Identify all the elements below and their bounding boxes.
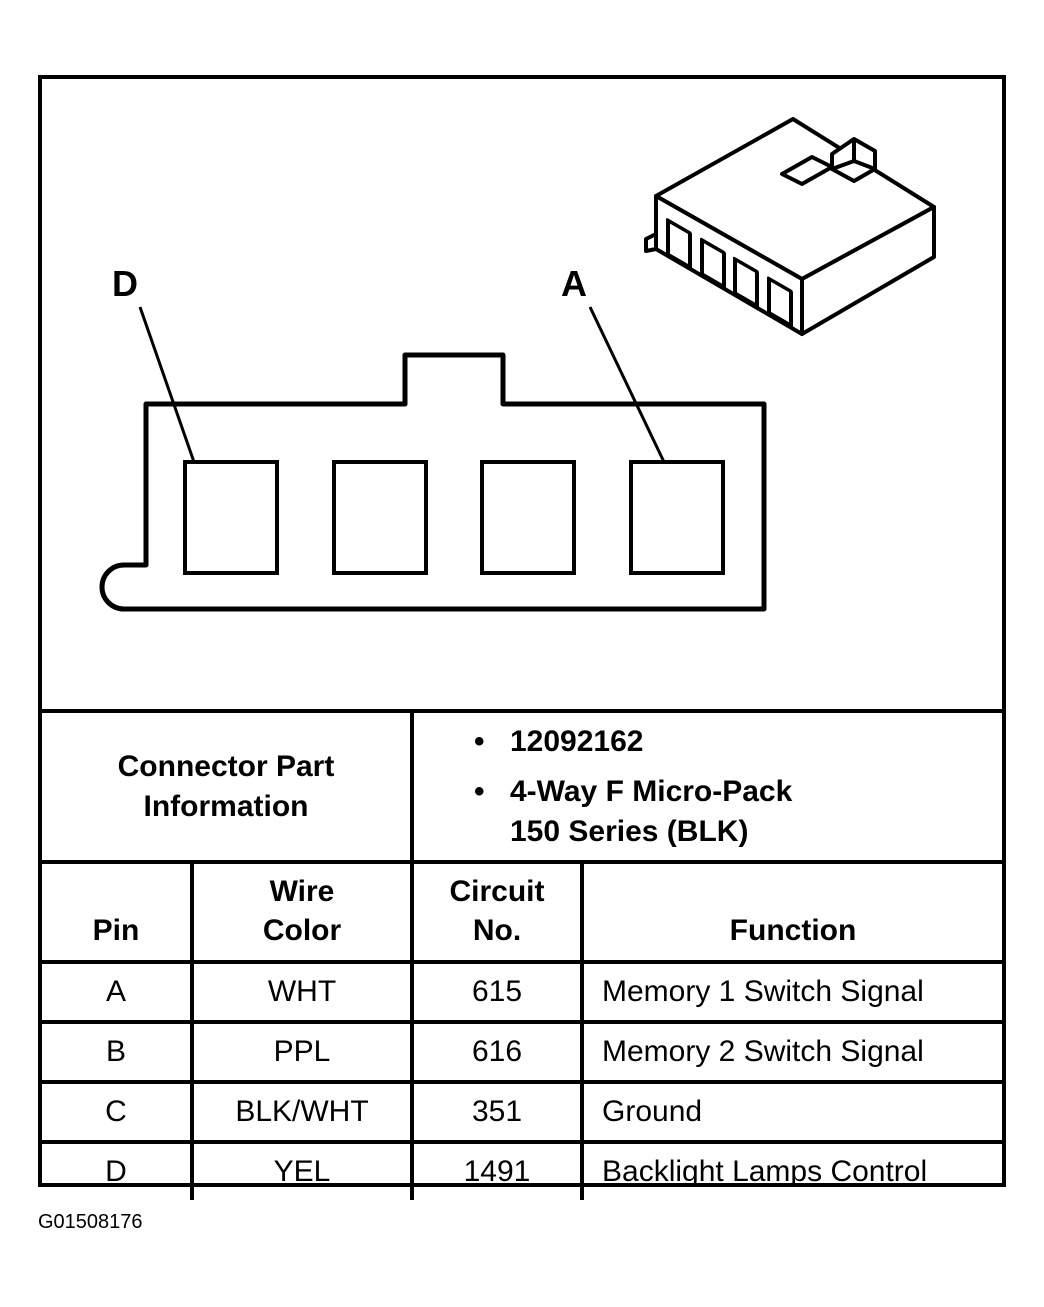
pin-label-a: A [561,263,587,304]
header-circuit-line2: No. [472,914,522,947]
table-row: A WHT 615 Memory 1 Switch Signal [42,960,1002,1024]
table-row: D YEL 1491 Backlight Lamps Control [42,1140,1002,1200]
header-pin: Pin [42,860,194,964]
iso-cavity-2 [700,237,726,290]
connector-body-outline [99,352,767,612]
pin-table-header-row: Pin Wire Color Circuit No. Function [42,860,1002,964]
header-wire-color-line1: Wire [269,875,335,908]
table-row: C BLK/WHT 351 Ground [42,1080,1002,1144]
iso-front-flange [644,232,657,253]
function-cell: Backlight Lamps Control [580,1140,1002,1200]
part-info-value-cell: • 12092162 • 4-Way F Micro-Pack 150 Seri… [410,709,1002,864]
part-info-label-cell: Connector Part Information [42,709,414,864]
table-row: B PPL 616 Memory 2 Switch Signal [42,1020,1002,1084]
cavity-b [480,460,576,575]
wire-color-cell: WHT [190,960,414,1024]
part-info-label: Connector Part Information [117,749,335,823]
wire-color-cell: YEL [190,1140,414,1200]
part-info-list: • 12092162 • 4-Way F Micro-Pack 150 Seri… [474,722,1002,852]
pin-cell: A [42,960,194,1024]
part-description-line2: 150 Series (BLK) [510,814,749,848]
header-wire-color: Wire Color [190,860,414,964]
bullet-icon: • [474,774,485,808]
pin-cell: B [42,1020,194,1084]
part-description-line1: 4-Way F Micro-Pack [510,774,793,808]
wire-color-cell: BLK/WHT [190,1080,414,1144]
iso-cavity-3 [733,256,759,309]
function-cell: Memory 1 Switch Signal [580,960,1002,1024]
connector-face-view [99,117,936,612]
iso-latch-tab-edge [831,139,876,171]
part-number: 12092162 [510,724,644,758]
iso-cavity-4 [767,276,793,328]
header-function-label: Function [729,914,857,947]
leader-line-a [588,306,666,463]
part-description-item: • 4-Way F Micro-Pack 150 Series (BLK) [474,772,1002,852]
function-cell: Memory 2 Switch Signal [580,1020,1002,1084]
cavity-d [183,460,279,575]
cavity-a [629,460,725,575]
header-circuit-line1: Circuit [449,875,545,908]
circuit-cell: 351 [410,1080,584,1144]
connector-isometric-view [644,117,936,336]
connector-diagram: D A [42,79,1002,709]
circuit-cell: 1491 [410,1140,584,1200]
figure-frame: D A Connector Part Information • 1209216… [38,75,1006,1200]
connector-info-table: Connector Part Information • 12092162 • … [42,709,1002,1200]
header-function: Function [580,860,1002,964]
pin-cell: D [42,1140,194,1200]
part-info-row: Connector Part Information • 12092162 • … [42,709,1002,864]
header-wire-color-line2: Color [262,914,342,947]
cavity-c [332,460,428,575]
circuit-cell: 615 [410,960,584,1024]
bullet-icon: • [474,724,485,758]
part-number-item: • 12092162 [474,722,1002,762]
wire-color-cell: PPL [190,1020,414,1084]
circuit-cell: 616 [410,1020,584,1084]
pin-cell: C [42,1080,194,1144]
iso-cavity-1 [666,218,692,270]
header-circuit: Circuit No. [410,860,584,964]
leader-line-d [138,306,196,463]
header-pin-label: Pin [92,914,140,947]
iso-side-face [800,205,936,336]
pin-label-d: D [112,263,138,304]
figure-id: G01508176 [38,1211,143,1233]
function-cell: Ground [580,1080,1002,1144]
